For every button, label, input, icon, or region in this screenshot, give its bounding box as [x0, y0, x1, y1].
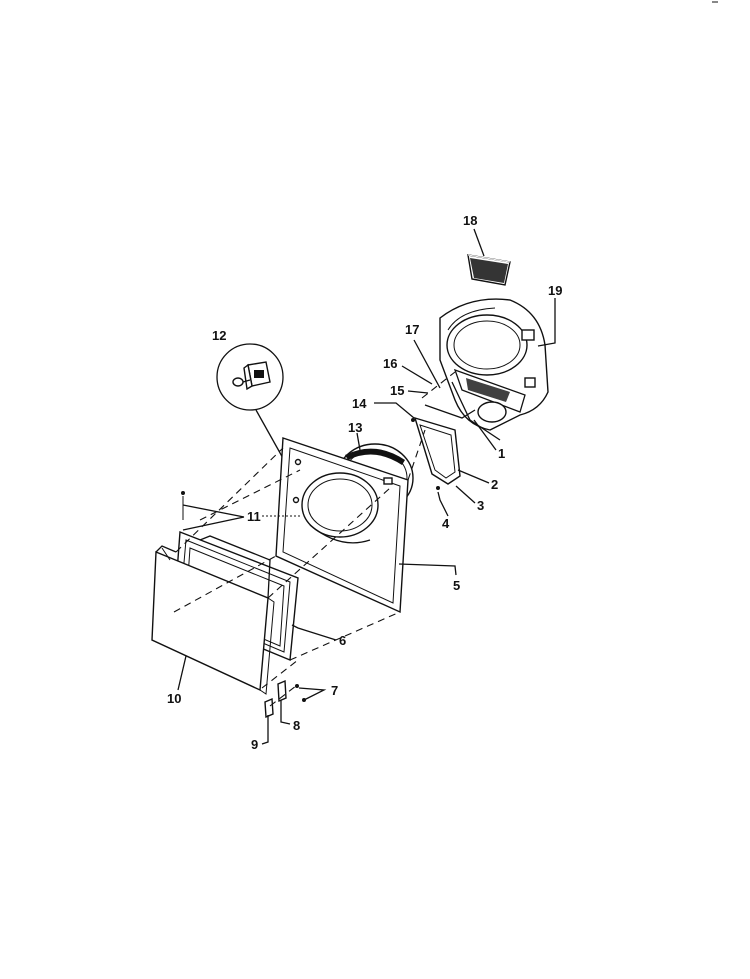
label-11: 11	[247, 509, 261, 524]
label-4: 4	[442, 516, 450, 531]
label-17: 17	[405, 322, 419, 337]
parts-7-8-9-hinge-hardware	[264, 679, 306, 719]
label-1: 1	[498, 446, 505, 461]
label-15: 15	[390, 383, 404, 398]
parts-1-4-duct-assembly	[411, 404, 476, 490]
part-10-outer-door	[151, 535, 275, 695]
label-2: 2	[491, 477, 498, 492]
label-5: 5	[453, 578, 460, 593]
label-14: 14	[352, 396, 367, 411]
part-number-labels: 18 19 12 17 16 15 14 13 1 2 3 4 11 5 6 7…	[167, 213, 562, 752]
label-18: 18	[463, 213, 477, 228]
part-11-screws	[181, 491, 185, 520]
label-10: 10	[167, 691, 181, 706]
part-5-front-panel	[275, 437, 409, 614]
label-7: 7	[331, 683, 338, 698]
label-9: 9	[251, 737, 258, 752]
part-12-door-switch-callout	[216, 343, 285, 461]
part-19-blower-housing	[439, 298, 549, 441]
part-18-lint-filter	[467, 254, 511, 286]
label-8: 8	[293, 718, 300, 733]
label-3: 3	[477, 498, 484, 513]
label-6: 6	[339, 633, 346, 648]
label-13: 13	[348, 420, 362, 435]
label-19: 19	[548, 283, 562, 298]
label-16: 16	[383, 356, 397, 371]
label-12: 12	[212, 328, 226, 343]
leader-lines	[177, 228, 556, 745]
